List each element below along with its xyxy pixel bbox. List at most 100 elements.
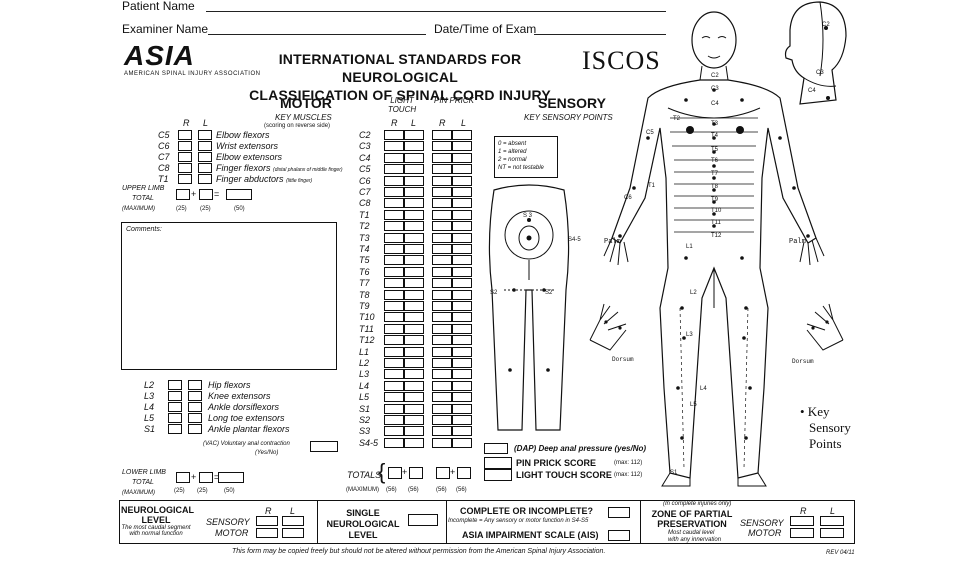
- motor-l-cell[interactable]: [188, 380, 202, 390]
- light-touch-r-cell[interactable]: [384, 437, 404, 448]
- motor-l-cell[interactable]: [188, 402, 202, 412]
- light-touch-l-cell[interactable]: [404, 323, 424, 334]
- motor-r-cell[interactable]: [178, 130, 192, 140]
- pin-prick-l-cell[interactable]: [452, 380, 472, 391]
- pin-prick-score-box[interactable]: [484, 457, 512, 469]
- pin-prick-l-cell[interactable]: [452, 232, 472, 243]
- neuro-sensory-r[interactable]: [256, 516, 278, 526]
- pin-prick-l-cell[interactable]: [452, 278, 472, 289]
- pin-prick-r-cell[interactable]: [432, 198, 452, 209]
- pin-prick-r-cell[interactable]: [432, 335, 452, 346]
- light-touch-l-cell[interactable]: [404, 335, 424, 346]
- pin-prick-r-cell[interactable]: [432, 255, 452, 266]
- light-touch-l-cell[interactable]: [404, 175, 424, 186]
- light-touch-l-cell[interactable]: [404, 164, 424, 175]
- light-touch-l-cell[interactable]: [404, 209, 424, 220]
- totals-lt-r[interactable]: [388, 467, 402, 479]
- pin-prick-r-cell[interactable]: [432, 164, 452, 175]
- light-touch-l-cell[interactable]: [404, 358, 424, 368]
- vac-box[interactable]: [310, 441, 338, 452]
- lower-limb-total-r[interactable]: [176, 472, 190, 483]
- pin-prick-l-cell[interactable]: [452, 187, 472, 197]
- pin-prick-r-cell[interactable]: [432, 415, 452, 425]
- motor-r-cell[interactable]: [178, 152, 192, 162]
- pin-prick-l-cell[interactable]: [452, 175, 472, 186]
- light-touch-l-cell[interactable]: [404, 187, 424, 197]
- light-touch-r-cell[interactable]: [384, 301, 404, 311]
- examiner-name-field[interactable]: [208, 34, 426, 35]
- light-touch-l-cell[interactable]: [404, 415, 424, 425]
- light-touch-r-cell[interactable]: [384, 209, 404, 220]
- light-touch-r-cell[interactable]: [384, 392, 404, 403]
- motor-l-cell[interactable]: [198, 152, 212, 162]
- neuro-motor-l[interactable]: [282, 528, 304, 538]
- pin-prick-r-cell[interactable]: [432, 301, 452, 311]
- pin-prick-r-cell[interactable]: [432, 175, 452, 186]
- upper-limb-total-sum[interactable]: [226, 189, 252, 200]
- light-touch-l-cell[interactable]: [404, 301, 424, 311]
- pin-prick-l-cell[interactable]: [452, 437, 472, 448]
- neuro-sensory-l[interactable]: [282, 516, 304, 526]
- single-neuro-level-box[interactable]: [408, 514, 438, 526]
- zpp-motor-l[interactable]: [820, 528, 844, 538]
- motor-l-cell[interactable]: [188, 391, 202, 401]
- motor-r-cell[interactable]: [168, 424, 182, 434]
- pin-prick-l-cell[interactable]: [452, 392, 472, 403]
- motor-l-cell[interactable]: [198, 163, 212, 173]
- pin-prick-r-cell[interactable]: [432, 289, 452, 300]
- totals-pp-r[interactable]: [436, 467, 450, 479]
- pin-prick-r-cell[interactable]: [432, 358, 452, 368]
- pin-prick-l-cell[interactable]: [452, 335, 472, 346]
- light-touch-r-cell[interactable]: [384, 323, 404, 334]
- light-touch-r-cell[interactable]: [384, 244, 404, 254]
- motor-r-cell[interactable]: [168, 402, 182, 412]
- pin-prick-l-cell[interactable]: [452, 152, 472, 163]
- light-touch-r-cell[interactable]: [384, 346, 404, 357]
- pin-prick-r-cell[interactable]: [432, 152, 452, 163]
- pin-prick-l-cell[interactable]: [452, 346, 472, 357]
- light-touch-l-cell[interactable]: [404, 141, 424, 152]
- motor-l-cell[interactable]: [188, 424, 202, 434]
- date-time-field[interactable]: [534, 34, 666, 35]
- light-touch-r-cell[interactable]: [384, 175, 404, 186]
- light-touch-r-cell[interactable]: [384, 141, 404, 152]
- pin-prick-r-cell[interactable]: [432, 266, 452, 277]
- light-touch-r-cell[interactable]: [384, 130, 404, 140]
- zpp-motor-r[interactable]: [790, 528, 814, 538]
- pin-prick-l-cell[interactable]: [452, 358, 472, 368]
- motor-l-cell[interactable]: [198, 174, 212, 184]
- light-touch-r-cell[interactable]: [384, 358, 404, 368]
- light-touch-l-cell[interactable]: [404, 130, 424, 140]
- light-touch-r-cell[interactable]: [384, 164, 404, 175]
- light-touch-r-cell[interactable]: [384, 312, 404, 323]
- motor-r-cell[interactable]: [178, 141, 192, 151]
- pin-prick-r-cell[interactable]: [432, 437, 452, 448]
- pin-prick-l-cell[interactable]: [452, 323, 472, 334]
- pin-prick-r-cell[interactable]: [432, 278, 452, 289]
- light-touch-r-cell[interactable]: [384, 426, 404, 437]
- lower-limb-total-sum[interactable]: [218, 472, 244, 483]
- pin-prick-r-cell[interactable]: [432, 221, 452, 232]
- light-touch-r-cell[interactable]: [384, 187, 404, 197]
- light-touch-r-cell[interactable]: [384, 278, 404, 289]
- light-touch-l-cell[interactable]: [404, 312, 424, 323]
- motor-r-cell[interactable]: [178, 163, 192, 173]
- patient-name-field[interactable]: [206, 11, 666, 12]
- light-touch-score-box[interactable]: [484, 469, 512, 481]
- light-touch-r-cell[interactable]: [384, 198, 404, 209]
- light-touch-l-cell[interactable]: [404, 152, 424, 163]
- pin-prick-r-cell[interactable]: [432, 346, 452, 357]
- upper-limb-total-r[interactable]: [176, 189, 190, 200]
- pin-prick-l-cell[interactable]: [452, 198, 472, 209]
- motor-r-cell[interactable]: [168, 380, 182, 390]
- pin-prick-l-cell[interactable]: [452, 244, 472, 254]
- light-touch-r-cell[interactable]: [384, 415, 404, 425]
- pin-prick-l-cell[interactable]: [452, 301, 472, 311]
- pin-prick-l-cell[interactable]: [452, 141, 472, 152]
- comments-box[interactable]: Comments:: [121, 222, 337, 370]
- light-touch-r-cell[interactable]: [384, 380, 404, 391]
- motor-l-cell[interactable]: [188, 413, 202, 423]
- pin-prick-l-cell[interactable]: [452, 255, 472, 266]
- light-touch-r-cell[interactable]: [384, 221, 404, 232]
- pin-prick-r-cell[interactable]: [432, 187, 452, 197]
